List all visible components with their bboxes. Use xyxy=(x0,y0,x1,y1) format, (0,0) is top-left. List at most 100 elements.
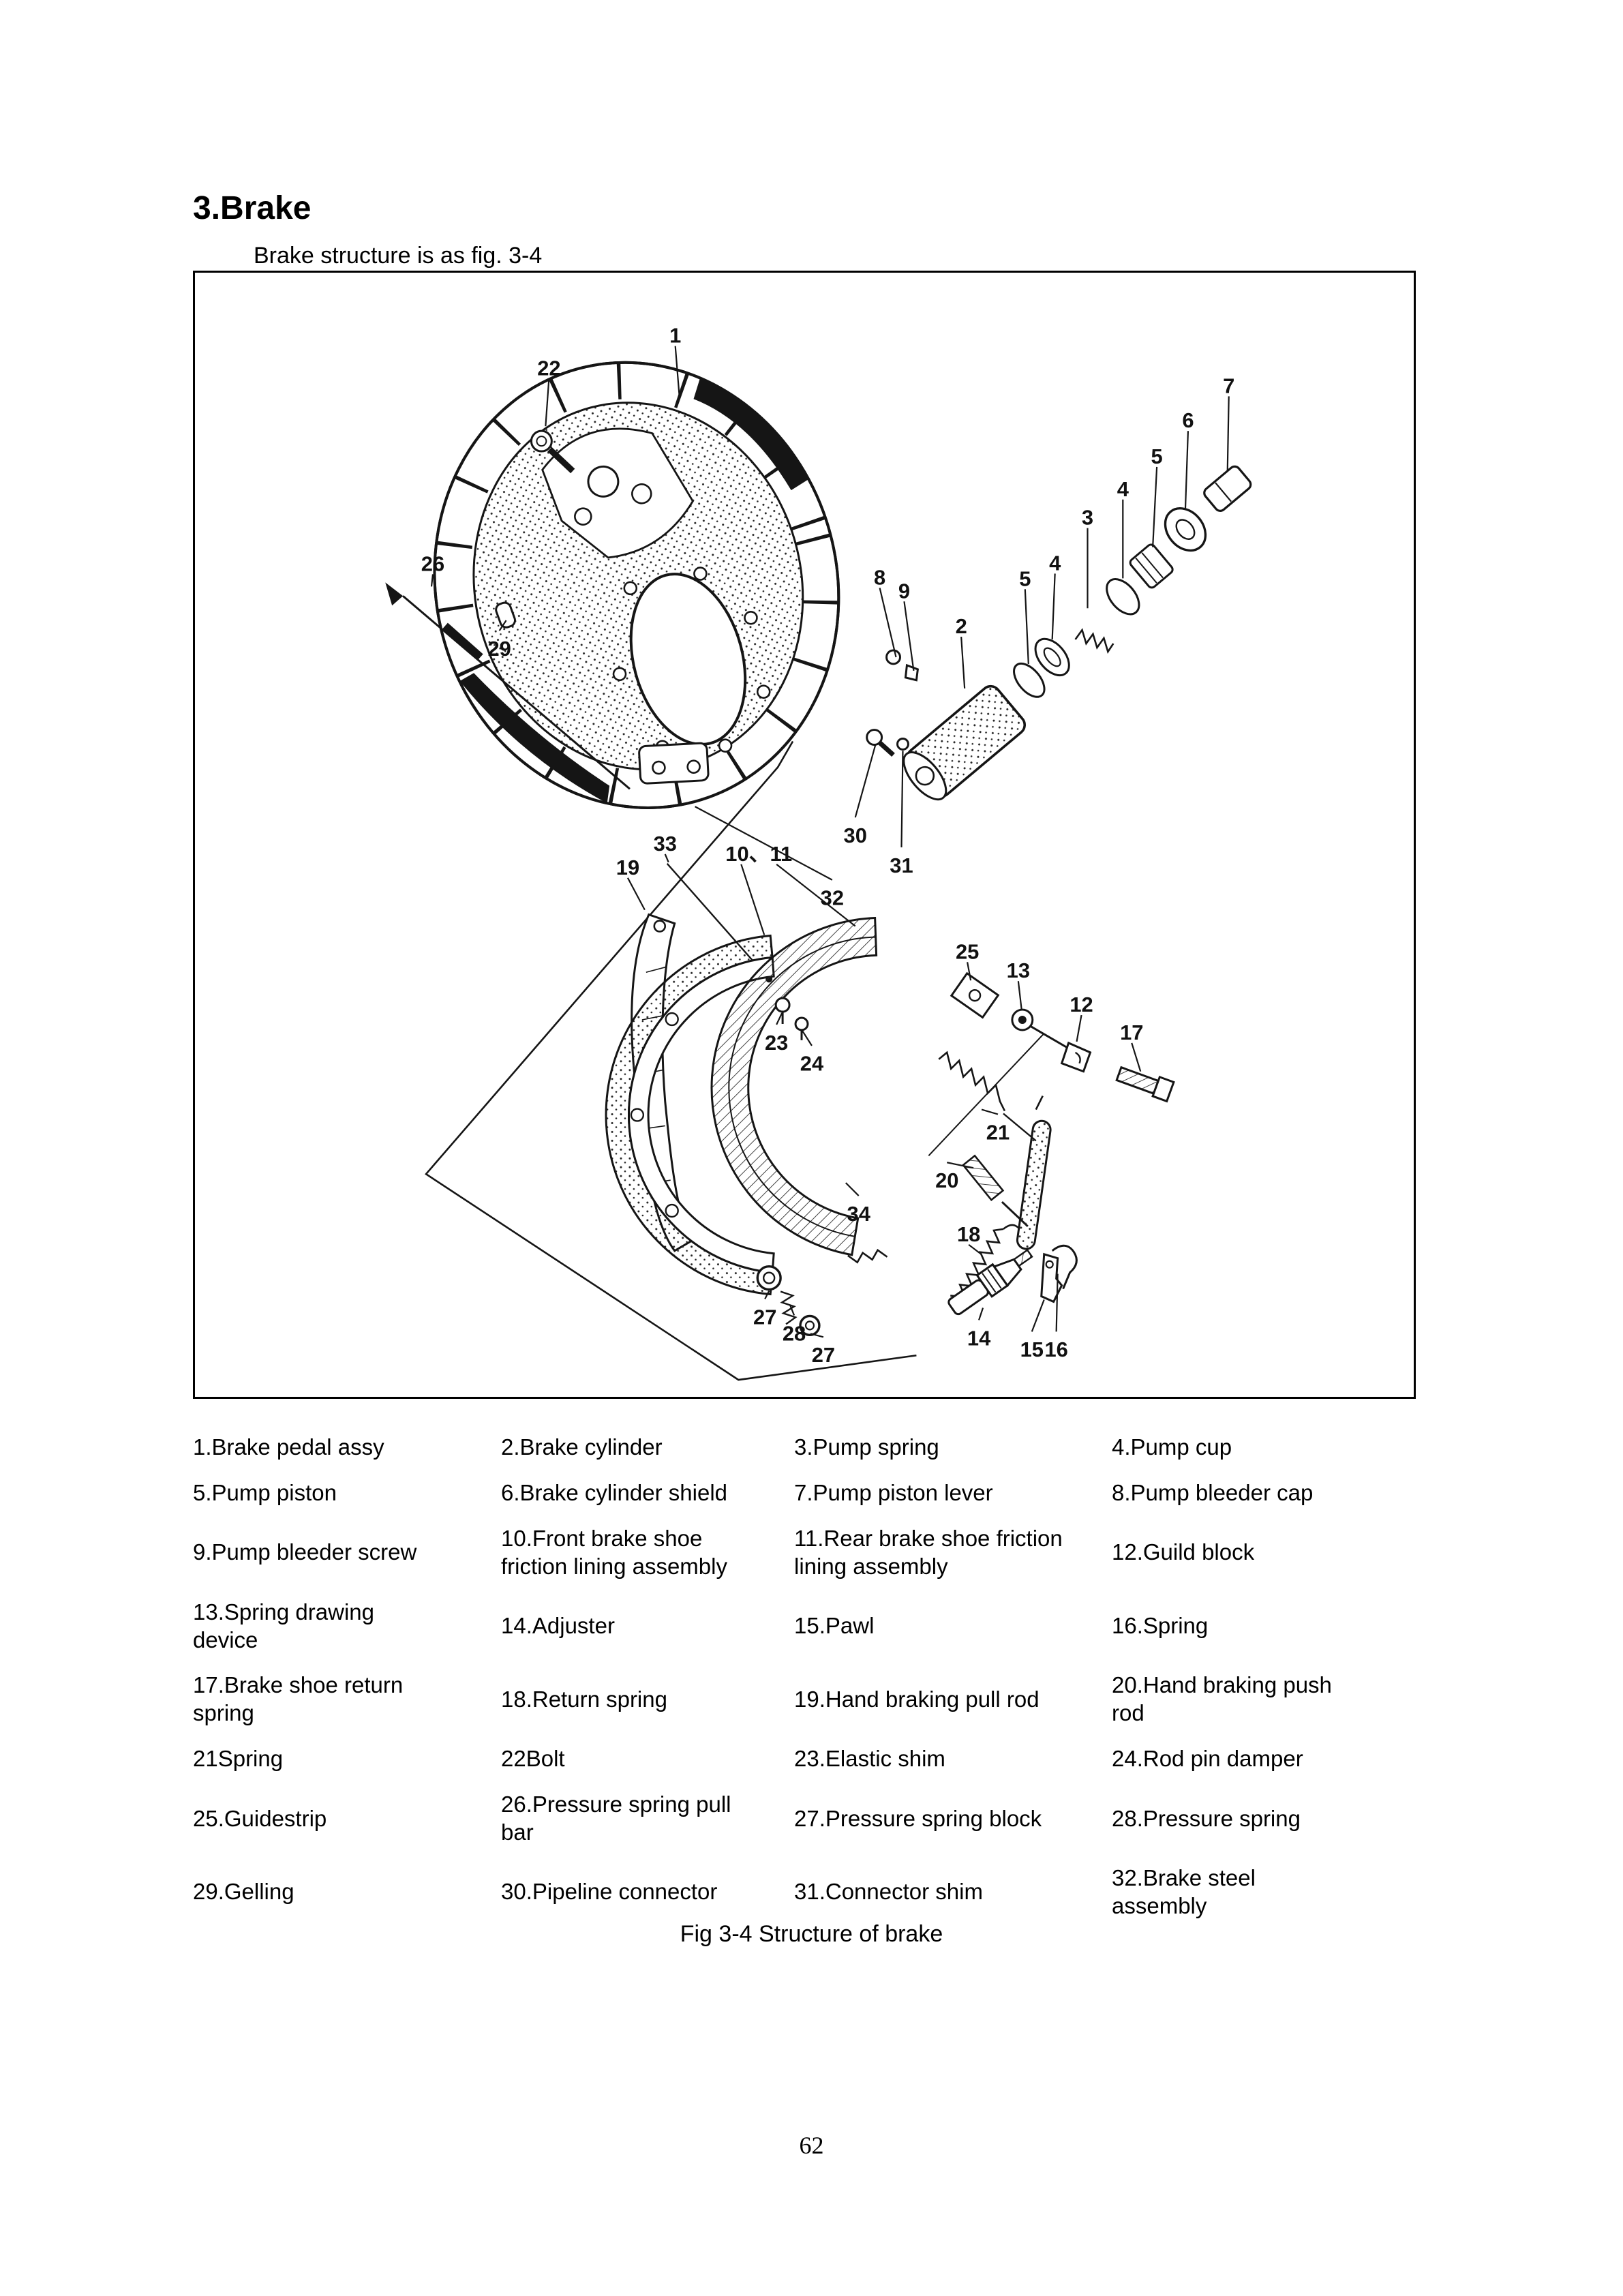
part-item: 16.Spring xyxy=(1112,1613,1209,1639)
part-item: 12.Guild block xyxy=(1112,1539,1255,1565)
callout-label: 20 xyxy=(935,1168,958,1192)
callout-leader xyxy=(545,378,550,427)
callout-label: 5 xyxy=(1019,567,1031,590)
part-item: 2.Brake cylinder xyxy=(501,1434,663,1460)
callout-leader xyxy=(776,1012,783,1025)
callout-label: 14 xyxy=(967,1326,990,1350)
part-item: 28.Pressure spring xyxy=(1112,1805,1301,1831)
callout-label: 7 xyxy=(1223,374,1234,397)
pressure-bar-26 xyxy=(385,582,631,790)
guild-block-12 xyxy=(1060,1041,1092,1073)
callout-leader xyxy=(1184,431,1189,509)
callout-leader xyxy=(1024,589,1029,664)
callout-leader xyxy=(695,806,833,881)
callout-leader xyxy=(900,751,904,847)
callout-leader xyxy=(1131,1042,1142,1072)
bolt-17 xyxy=(1115,1066,1175,1103)
callout-label: 24 xyxy=(800,1052,823,1076)
callout-leader xyxy=(960,636,966,689)
callout-label: 25 xyxy=(956,939,979,963)
part-item: 24.Rod pin damper xyxy=(1112,1746,1303,1772)
callout-label: 30 xyxy=(844,824,867,847)
callout-label: 23 xyxy=(765,1031,788,1055)
callout-label: 17 xyxy=(1120,1021,1143,1044)
callout-leader xyxy=(903,601,915,671)
callout-leader xyxy=(764,1290,770,1300)
callout-leader xyxy=(947,1162,974,1169)
shoe-pins-23-24 xyxy=(774,997,809,1040)
part-item: 15.Pawl xyxy=(794,1613,875,1639)
callout-leader xyxy=(967,962,972,981)
part-item: 13.Spring drawing device xyxy=(193,1599,374,1652)
spring-21 xyxy=(928,1033,1045,1156)
callout-label: 19 xyxy=(616,856,639,879)
projection-lines xyxy=(425,740,917,1381)
callout-leader xyxy=(789,1305,795,1316)
callout-label: 2 xyxy=(956,614,967,638)
callout-label: 8 xyxy=(874,565,885,589)
brake-exploded-diagram: 12226298925434567303132331910、1125131217… xyxy=(385,324,1252,1381)
callout-label: 27 xyxy=(812,1343,835,1367)
callout-label: 32 xyxy=(821,886,844,910)
clip-29 xyxy=(495,601,516,629)
callout-label: 12 xyxy=(1070,993,1093,1016)
callout-label: 15 xyxy=(1020,1338,1044,1361)
spring-device-13 xyxy=(1011,1008,1070,1050)
callout-label: 5 xyxy=(1151,444,1163,468)
callout-leader xyxy=(1017,981,1022,1011)
callout-leader xyxy=(1076,1014,1082,1042)
callout-leader xyxy=(1031,1299,1045,1332)
part-item: 25.Guidestrip xyxy=(193,1805,327,1831)
callout-leader xyxy=(674,346,680,397)
callout-label: 4 xyxy=(1117,477,1129,501)
part-item: 22Bolt xyxy=(501,1746,565,1772)
callout-leader xyxy=(626,877,646,911)
callout-leader xyxy=(740,864,765,935)
callout-leader xyxy=(810,1333,824,1338)
part-item: 11.Rear brake shoe friction lining assem… xyxy=(794,1525,1063,1579)
callout-label: 28 xyxy=(783,1321,806,1345)
callout-leader xyxy=(802,1030,813,1046)
part-item: 7.Pump piston lever xyxy=(794,1479,993,1505)
callout-leader xyxy=(664,854,669,863)
push-rod-20 xyxy=(962,1154,1029,1227)
part-item: 30.Pipeline connector xyxy=(501,1879,718,1905)
part-item: 10.Front brake shoe friction lining asse… xyxy=(501,1525,727,1579)
part-item: 29.Gelling xyxy=(193,1879,294,1905)
callout-leader xyxy=(968,1243,981,1254)
callout-label: 16 xyxy=(1044,1338,1067,1361)
part-item: 31.Connector shim xyxy=(794,1879,983,1905)
part-item: 17.Brake shoe return spring xyxy=(193,1672,404,1726)
bolt-22 xyxy=(530,429,575,474)
part-item: 26.Pressure spring pull bar xyxy=(501,1792,731,1845)
part-item: 20.Hand braking push rod xyxy=(1112,1672,1332,1726)
callout-leader xyxy=(1055,1273,1059,1332)
part-item: 6.Brake cylinder shield xyxy=(501,1479,727,1505)
pawl-15 xyxy=(1040,1252,1063,1303)
callout-label: 3 xyxy=(1082,506,1093,530)
callout-label: 22 xyxy=(537,356,560,380)
adjuster-14 xyxy=(947,1249,1033,1316)
part-item: 23.Elastic shim xyxy=(794,1746,945,1772)
part-item: 5.Pump piston xyxy=(193,1479,337,1505)
callout-label: 1 xyxy=(669,324,681,348)
callout-leader xyxy=(430,574,434,587)
figure-intro-text: Brake structure is as fig. 3-4 xyxy=(254,243,543,269)
callout-label: 26 xyxy=(421,552,444,575)
wheel-cylinder-assembly xyxy=(885,465,1252,801)
part-item: 19.Hand braking pull rod xyxy=(794,1686,1040,1712)
callout-label: 27 xyxy=(753,1305,776,1329)
callout-label: 18 xyxy=(957,1222,980,1246)
callout-label: 6 xyxy=(1182,408,1194,432)
guide-strip-25 xyxy=(950,971,1000,1019)
callout-label: 13 xyxy=(1007,958,1030,982)
callout-leader xyxy=(1051,573,1056,640)
callout-leader xyxy=(845,1182,860,1196)
part-item: 32.Brake steel assembly xyxy=(1112,1864,1256,1918)
callout-layer: 12226298925434567303132331910、1125131217… xyxy=(421,324,1235,1368)
callout-leader xyxy=(854,744,877,818)
callout-leader xyxy=(498,620,507,631)
callout-leader xyxy=(776,863,856,927)
spring-16 xyxy=(1051,1244,1078,1290)
pipeline-connector-parts xyxy=(866,729,909,757)
